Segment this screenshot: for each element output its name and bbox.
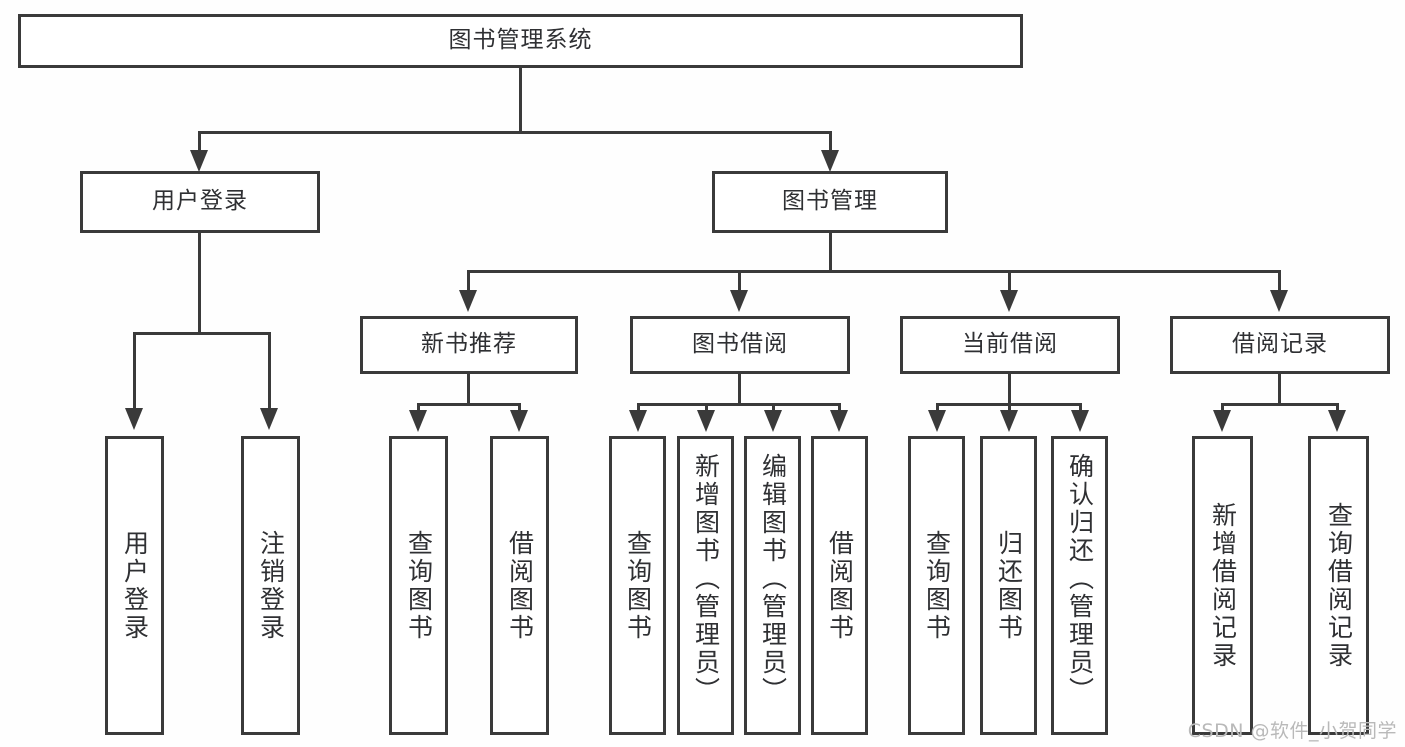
connector-level3-drop-3 <box>1008 270 1011 292</box>
arrow-br-leaf-2 <box>1328 410 1346 432</box>
node-label: 归还图书 <box>994 529 1024 642</box>
leaf-br-add-record[interactable]: 新增借阅记录 <box>1192 436 1253 735</box>
connector-br-drop-2 <box>1336 403 1339 415</box>
connector-borrow-record-stem <box>1278 374 1281 405</box>
leaf-user-login-signout[interactable]: 注销登录 <box>241 436 300 735</box>
node-label: 用户登录 <box>120 529 150 642</box>
leaf-bb-query-book[interactable]: 查询图书 <box>609 436 666 735</box>
node-borrow-record[interactable]: 借阅记录 <box>1170 316 1390 374</box>
node-label: 查询图书 <box>623 529 653 642</box>
connector-root-to-user-login <box>198 131 201 153</box>
arrow-cb-leaf-3 <box>1071 410 1089 432</box>
node-label: 新增图书（管理员） <box>691 453 721 705</box>
arrow-nbr-leaf-1 <box>409 410 427 432</box>
connector-current-borrow-stem <box>1008 374 1011 405</box>
node-label: 编辑图书（管理员） <box>758 453 788 705</box>
connector-root-bar <box>198 131 832 134</box>
leaf-bb-edit-book-admin[interactable]: 编辑图书（管理员） <box>744 436 801 735</box>
connector-user-login-stem <box>198 233 201 335</box>
node-label: 注销登录 <box>256 529 286 642</box>
arrow-nbr-leaf-2 <box>510 410 528 432</box>
arrow-cb-leaf-1 <box>928 410 946 432</box>
watermark: CSDN @软件_小贺同学 <box>1187 720 1397 742</box>
leaf-cb-confirm-return-admin[interactable]: 确认归还（管理员） <box>1051 436 1108 735</box>
connector-level3-bar <box>467 270 1281 273</box>
arrow-level3-new-book-recommend <box>459 290 477 312</box>
connector-root-stem <box>519 68 522 133</box>
node-new-book-recommend[interactable]: 新书推荐 <box>360 316 578 374</box>
connector-book-management-stem <box>829 233 832 273</box>
node-label: 图书管理 <box>782 188 878 215</box>
connector-nbr-drop-2 <box>518 403 521 415</box>
node-label: 借阅记录 <box>1232 331 1328 358</box>
arrow-bb-leaf-1 <box>629 410 647 432</box>
connector-root-to-book-management <box>829 131 832 153</box>
connector-new-book-recommend-bar <box>417 403 521 406</box>
node-label: 查询图书 <box>404 529 434 642</box>
arrow-br-leaf-1 <box>1213 410 1231 432</box>
leaf-bb-borrow-book[interactable]: 借阅图书 <box>811 436 868 735</box>
node-book-management[interactable]: 图书管理 <box>712 171 948 233</box>
arrow-cb-leaf-2 <box>1000 410 1018 432</box>
connector-level3-drop-1 <box>467 270 470 292</box>
arrow-root-to-user-login <box>190 150 208 172</box>
leaf-cb-return-book[interactable]: 归还图书 <box>980 436 1037 735</box>
node-root-book-management-system[interactable]: 图书管理系统 <box>18 14 1023 68</box>
arrow-level3-borrow-record <box>1270 290 1288 312</box>
connector-cb-drop-1 <box>936 403 939 415</box>
connector-bb-drop-2 <box>705 403 708 415</box>
connector-level3-drop-4 <box>1278 270 1281 292</box>
leaf-user-login-signin[interactable]: 用户登录 <box>105 436 164 735</box>
connector-user-login-bar <box>133 332 271 335</box>
node-label: 借阅图书 <box>505 529 535 642</box>
leaf-nbr-borrow-book[interactable]: 借阅图书 <box>490 436 549 735</box>
node-book-borrow[interactable]: 图书借阅 <box>630 316 850 374</box>
node-current-borrow[interactable]: 当前借阅 <box>900 316 1120 374</box>
node-user-login[interactable]: 用户登录 <box>80 171 320 233</box>
connector-book-borrow-stem <box>738 374 741 405</box>
connector-cb-drop-2 <box>1008 403 1011 415</box>
connector-user-login-drop-1 <box>133 332 136 410</box>
node-label: 查询借阅记录 <box>1324 501 1354 670</box>
node-label: 新增借阅记录 <box>1208 501 1238 670</box>
node-label: 查询图书 <box>922 529 952 642</box>
node-label: 用户登录 <box>152 188 248 215</box>
node-label: 确认归还（管理员） <box>1065 453 1095 705</box>
arrow-level3-current-borrow <box>1000 290 1018 312</box>
node-label: 借阅图书 <box>825 529 855 642</box>
connector-cb-drop-3 <box>1079 403 1082 415</box>
connector-nbr-drop-1 <box>417 403 420 415</box>
arrow-user-login-leaf-1 <box>125 408 143 430</box>
connector-bb-drop-4 <box>838 403 841 415</box>
arrow-bb-leaf-3 <box>764 410 782 432</box>
connector-br-drop-1 <box>1221 403 1224 415</box>
node-label: 新书推荐 <box>421 331 517 358</box>
connector-user-login-drop-2 <box>268 332 271 410</box>
connector-bb-drop-1 <box>637 403 640 415</box>
leaf-bb-add-book-admin[interactable]: 新增图书（管理员） <box>677 436 734 735</box>
node-label: 当前借阅 <box>962 331 1058 358</box>
leaf-br-query-record[interactable]: 查询借阅记录 <box>1308 436 1369 735</box>
leaf-cb-query-book[interactable]: 查询图书 <box>908 436 965 735</box>
connector-level3-drop-2 <box>738 270 741 292</box>
node-label: 图书借阅 <box>692 331 788 358</box>
arrow-bb-leaf-2 <box>697 410 715 432</box>
connector-new-book-recommend-stem <box>467 374 470 405</box>
connector-book-borrow-bar <box>637 403 841 406</box>
connector-bb-drop-3 <box>772 403 775 415</box>
node-label: 图书管理系统 <box>448 27 593 54</box>
arrow-user-login-leaf-2 <box>260 408 278 430</box>
leaf-nbr-query-book[interactable]: 查询图书 <box>389 436 448 735</box>
arrow-root-to-book-management <box>821 150 839 172</box>
connector-borrow-record-bar <box>1221 403 1339 406</box>
arrow-level3-book-borrow <box>730 290 748 312</box>
arrow-bb-leaf-4 <box>830 410 848 432</box>
